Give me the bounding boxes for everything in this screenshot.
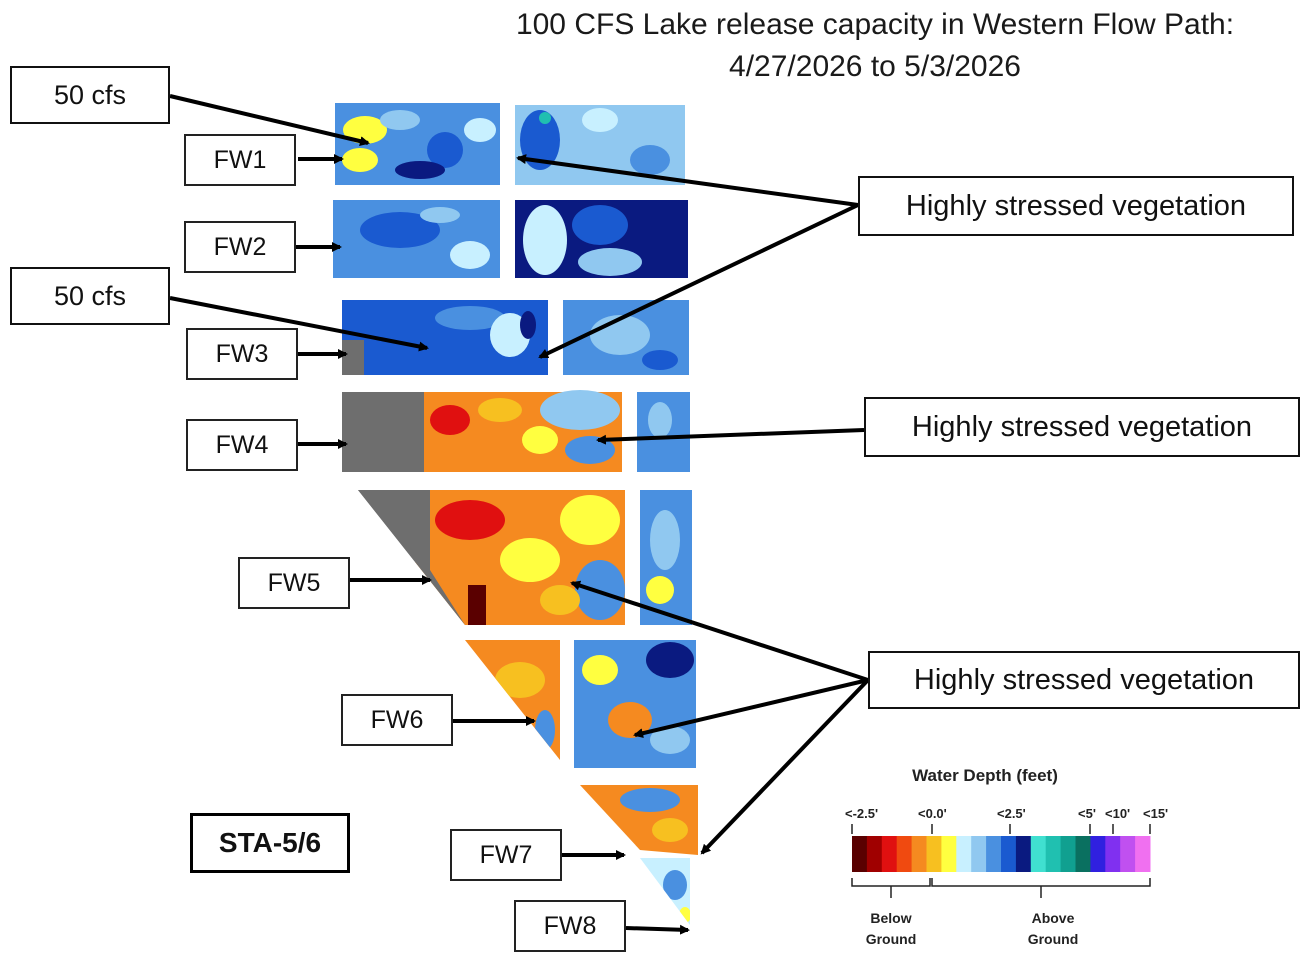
legend-tick-4: <5' — [1078, 806, 1096, 821]
legend-swatch — [986, 836, 1002, 872]
map-title: 100 CFS Lake release capacity in Western… — [440, 4, 1302, 88]
legend-swatch — [1135, 836, 1151, 872]
cell-label-fw3: FW3 — [186, 328, 298, 380]
legend-swatch — [1120, 836, 1136, 872]
legend-swatch — [1060, 836, 1076, 872]
fw7-cell — [580, 785, 698, 855]
cell-label-fw7: FW7 — [450, 829, 562, 881]
legend-above-ground: Above Ground — [1027, 910, 1079, 947]
legend-swatch — [1105, 836, 1121, 872]
legend-tick-1: <-2.5' — [845, 806, 879, 821]
legend-below-ground: Below Ground — [865, 910, 917, 947]
arrow-hsv-3c — [700, 678, 870, 855]
arrow-hsv-2 — [596, 428, 865, 445]
legend-title: Water Depth (feet) — [912, 766, 1058, 785]
cell-label-fw4: FW4 — [186, 419, 298, 471]
legend-swatch — [1030, 836, 1047, 872]
legend-swatch — [1075, 836, 1091, 872]
arrow-hsv-1a — [516, 154, 859, 207]
arrows — [169, 94, 870, 935]
fw8-cell — [640, 858, 690, 925]
cell-label-fw2: FW2 — [184, 221, 296, 273]
flow-label-2: 50 cfs — [10, 267, 170, 325]
cell-label-fw6: FW6 — [341, 694, 453, 746]
fw5-cell — [358, 490, 692, 625]
legend-swatch — [1015, 836, 1032, 872]
fw1-blobs — [342, 108, 670, 179]
legend-swatch — [941, 836, 957, 872]
legend-swatch — [1090, 836, 1106, 872]
legend-tick-5: <10' — [1105, 806, 1131, 821]
fw4-cell — [342, 390, 690, 472]
annotation-stressed-3: Highly stressed vegetation — [868, 651, 1300, 709]
legend-swatch — [1045, 836, 1062, 872]
arrow-fw8 — [625, 924, 690, 935]
legend-tick-2: <0.0' — [918, 806, 947, 821]
legend-swatch — [896, 836, 913, 872]
legend-swatch — [926, 836, 942, 872]
legend-tick-3: <2.5' — [997, 806, 1026, 821]
cell-label-fw5: FW5 — [238, 557, 350, 609]
fw6-cell — [465, 640, 696, 768]
legend-colorbar — [852, 836, 1151, 872]
legend-swatch — [852, 836, 868, 872]
legend-swatch — [881, 836, 898, 872]
flow-label-1: 50 cfs — [10, 66, 170, 124]
legend-brackets — [851, 824, 1151, 898]
arrow-hsv-3b — [633, 678, 869, 739]
cell-label-fw1: FW1 — [184, 134, 296, 186]
legend-swatch — [956, 836, 972, 872]
cell-label-fw8: FW8 — [514, 900, 626, 952]
arrow-50cfs-2 — [169, 296, 429, 352]
legend-swatch — [911, 836, 927, 872]
annotation-stressed-1: Highly stressed vegetation — [858, 176, 1294, 236]
arrow-hsv-3a — [570, 580, 869, 682]
legend-swatch — [1001, 836, 1017, 872]
fw1-cell — [335, 103, 685, 185]
title-line-1: 100 CFS Lake release capacity in Western… — [515, 8, 1235, 41]
legend-swatch — [866, 836, 883, 872]
arrow-50cfs-1 — [169, 94, 370, 147]
site-label: STA-5/6 — [190, 813, 350, 873]
legend-tick-6: <15' — [1143, 806, 1169, 821]
arrow-hsv-1b — [538, 203, 859, 359]
legend-swatch — [971, 836, 987, 872]
title-line-2: 4/27/2026 to 5/3/2026 — [729, 50, 1021, 83]
fw2-cell — [333, 200, 688, 278]
annotation-stressed-2: Highly stressed vegetation — [864, 397, 1300, 457]
